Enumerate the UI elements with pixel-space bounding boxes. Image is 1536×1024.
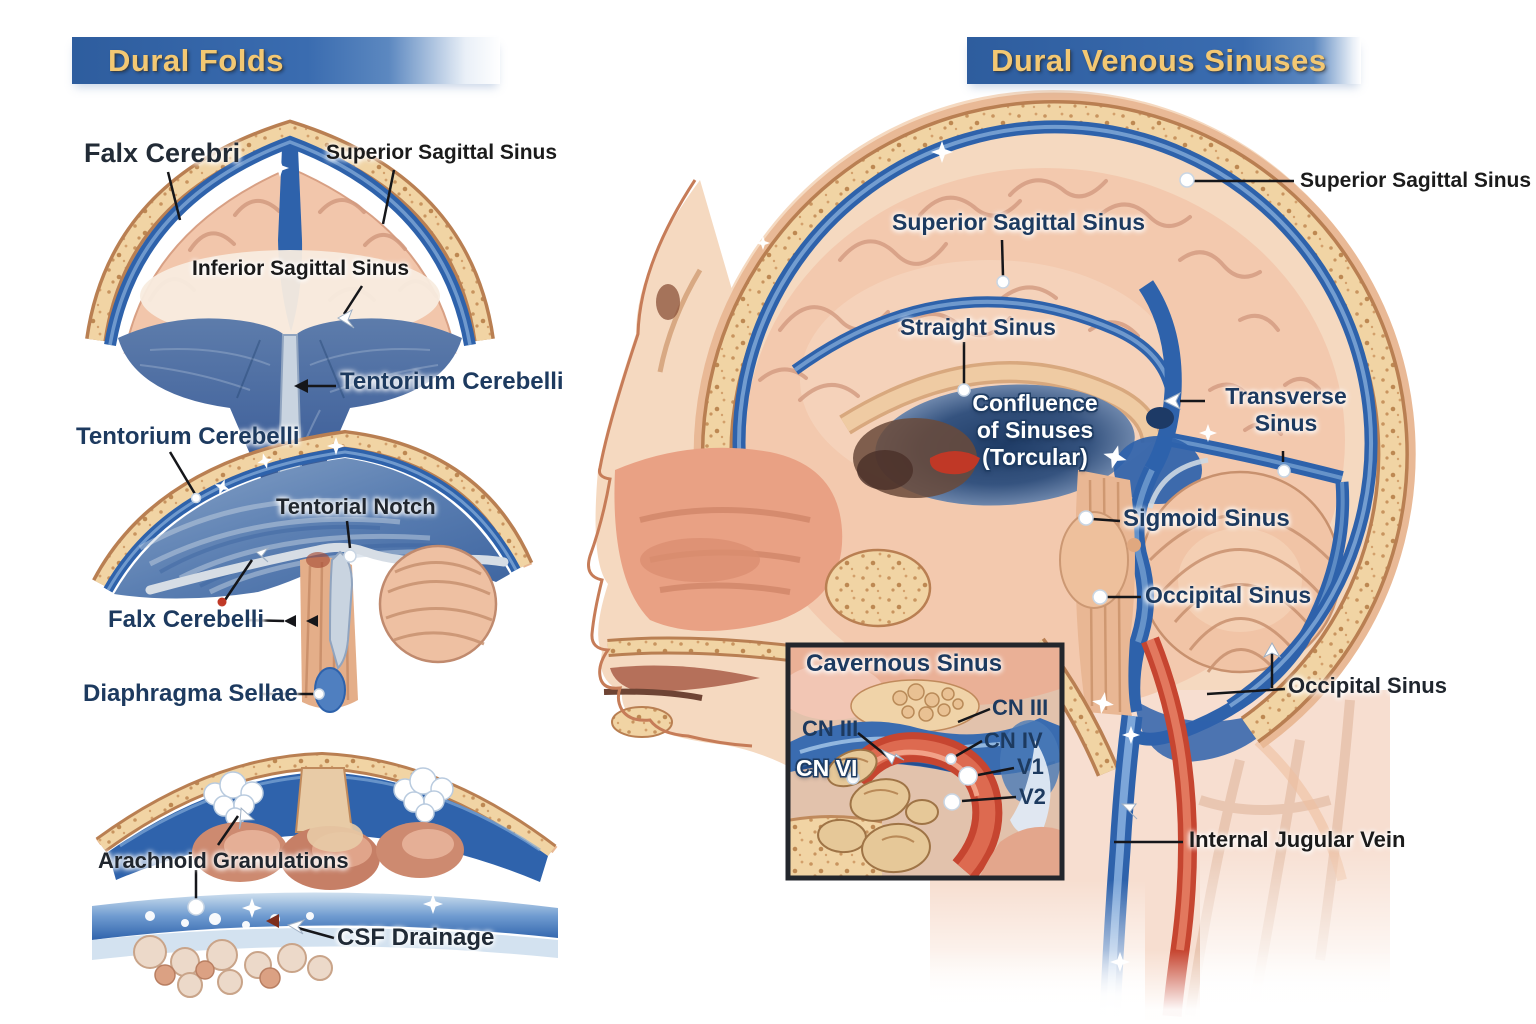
leader-lines [166, 169, 1294, 940]
fig-sagittal-head [585, 90, 1450, 1024]
label-superior-sagittal-sinus-fig1: Superior Sagittal Sinus [326, 141, 558, 164]
label-falx-cerebelli: Falx Cerebelli [108, 606, 265, 633]
label-superior-sagittal-sinus-inner: Superior Sagittal Sinus [892, 209, 1146, 235]
label-internal-jugular-vein: Internal Jugular Vein [1189, 827, 1406, 852]
label-diaphragma-sellae: Diaphragma Sellae [83, 680, 298, 707]
transverse-line1: Transverse [1225, 383, 1347, 409]
leader-markers [187, 172, 1291, 935]
label-inferior-sagittal-sinus: Inferior Sagittal Sinus [192, 257, 410, 280]
transverse-line2: Sinus [1254, 410, 1318, 436]
label-csf-drainage: CSF Drainage [337, 924, 495, 951]
fig-tentorium-lateral [92, 429, 534, 713]
label-v1: V1 [1017, 754, 1044, 779]
label-cn3-left: CN III [802, 716, 859, 741]
label-confluence-of-sinuses: Confluence of Sinuses (Torcular) [950, 390, 1120, 471]
label-straight-sinus: Straight Sinus [900, 314, 1056, 340]
label-tentorium-cerebelli-fig2: Tentorium Cerebelli [76, 423, 300, 450]
label-v2: V2 [1019, 784, 1046, 809]
fig-arachnoid-granulations [92, 751, 558, 998]
dural-venous-sinuses-title: Dural Venous Sinuses [991, 42, 1327, 78]
dural-folds-banner: Dural Folds [72, 37, 500, 84]
label-cn4: CN IV [984, 728, 1043, 753]
label-tentorial-notch: Tentorial Notch [276, 494, 436, 519]
dural-folds-title: Dural Folds [108, 42, 285, 78]
label-cavernous-sinus-title: Cavernous Sinus [806, 650, 1003, 677]
label-sigmoid-sinus: Sigmoid Sinus [1123, 505, 1290, 532]
inset-cavernous-sinus [785, 642, 1065, 881]
label-transverse-sinus: Transverse Sinus [1206, 383, 1366, 437]
confluence-line3: (Torcular) [982, 444, 1088, 470]
label-falx-cerebri: Falx Cerebri [84, 138, 241, 168]
label-arachnoid-granulations: Arachnoid Granulations [98, 848, 349, 873]
fig-falx-coronal [85, 119, 495, 540]
confluence-line2: of Sinuses [976, 417, 1094, 443]
dural-venous-sinuses-banner: Dural Venous Sinuses [967, 37, 1361, 84]
label-cn6: CN VI [796, 755, 858, 781]
label-superior-sagittal-sinus-outer: Superior Sagittal Sinus [1300, 169, 1532, 192]
label-cn3-right: CN III [992, 695, 1049, 720]
label-occipital-sinus-upper: Occipital Sinus [1145, 582, 1312, 608]
confluence-line1: Confluence [972, 390, 1098, 416]
label-tentorium-cerebelli-fig1: Tentorium Cerebelli [340, 368, 564, 395]
label-occipital-sinus-lower: Occipital Sinus [1288, 673, 1447, 698]
